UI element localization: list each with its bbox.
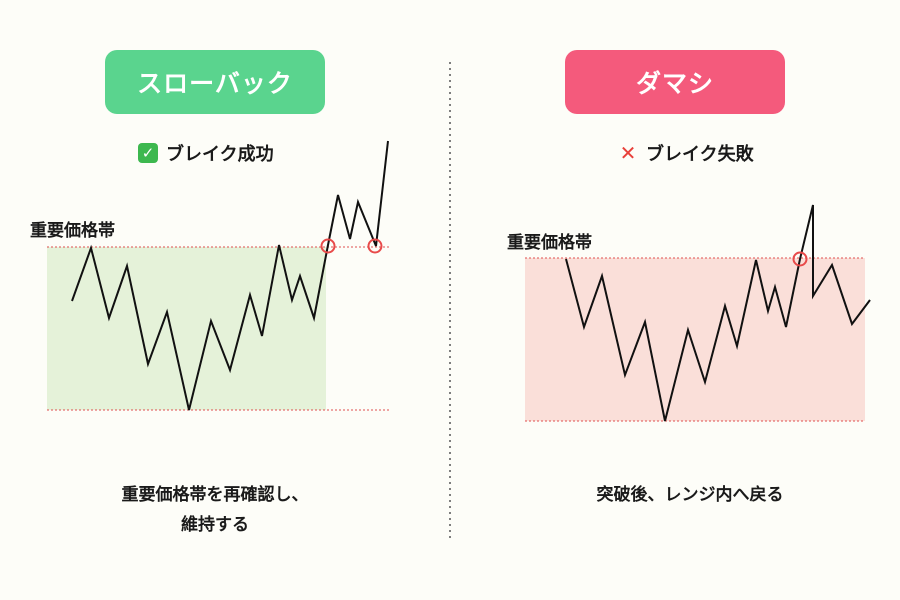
fakeout-status-text: ブレイク失敗 — [646, 144, 754, 165]
pullback-caption: 重要価格帯を再確認し、 維持する — [60, 480, 370, 540]
pullback-price-line — [71, 140, 389, 411]
check-mark-icon: ✓ — [138, 143, 158, 163]
fakeout-caption-line1: 突破後、レンジ内へ戻る — [596, 485, 784, 505]
pullback-title-badge: スローバック — [105, 50, 325, 114]
fakeout-status: ✕ ブレイク失敗 — [618, 140, 754, 166]
fakeout-caption: 突破後、レンジ内へ戻る — [540, 480, 840, 510]
fakeout-price-line — [565, 204, 871, 422]
cross-mark-icon: ✕ — [619, 141, 637, 165]
pullback-zone — [47, 247, 326, 410]
pullback-caption-line2: 維持する — [181, 515, 249, 535]
fakeout-title-badge: ダマシ — [565, 50, 785, 114]
fakeout-title: ダマシ — [635, 69, 714, 98]
fakeout-zone — [525, 258, 865, 421]
pullback-retest-marker — [367, 238, 383, 254]
pullback-title: スローバック — [137, 69, 293, 98]
pullback-zone-label: 重要価格帯 — [30, 221, 115, 241]
pullback-caption-line1: 重要価格帯を再確認し、 — [121, 485, 309, 505]
pullback-breakout-marker — [320, 238, 336, 254]
pullback-status-text: ブレイク成功 — [166, 144, 274, 165]
fakeout-zone-label: 重要価格帯 — [507, 233, 592, 253]
fakeout-breakout-marker — [792, 251, 808, 267]
pullback-status: ✓ ブレイク成功 — [138, 140, 274, 166]
